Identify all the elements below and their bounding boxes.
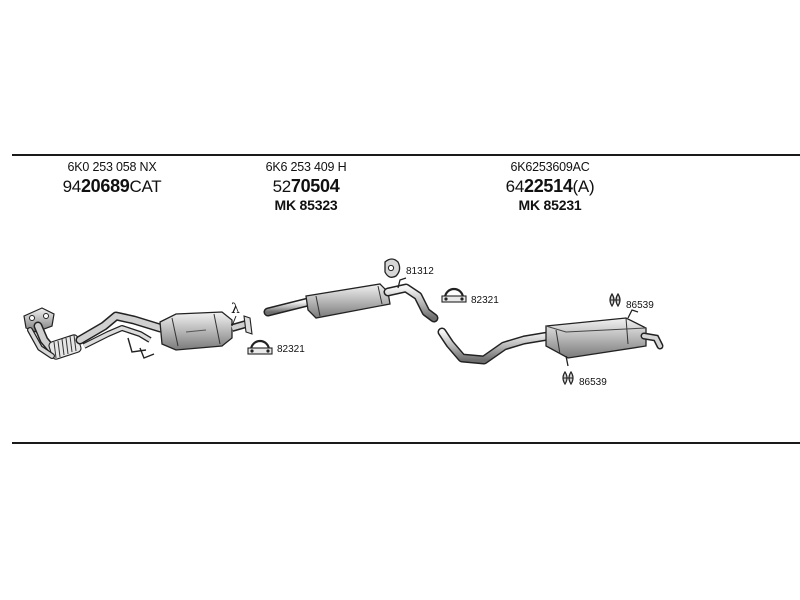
mounting-kit-number: MK 85231 bbox=[518, 196, 582, 213]
hanger-top-label: 86539 bbox=[626, 300, 654, 311]
clamp-front-label: 82321 bbox=[277, 344, 305, 355]
hanger-bottom-label: 86539 bbox=[579, 377, 607, 388]
mounting-kit-number: MK 85323 bbox=[274, 196, 338, 213]
oem-number: 6K6 253 409 H bbox=[265, 160, 347, 174]
part-block-catalytic-converter: 6K0 253 058 NX 9420689CAT bbox=[52, 161, 172, 195]
article-number: 9420689CAT bbox=[52, 177, 172, 195]
article-suffix: CAT bbox=[129, 176, 162, 196]
middle-silencer-assembly bbox=[263, 277, 439, 323]
article-prefix: 64 bbox=[505, 176, 525, 196]
clamp-rear-label: 82321 bbox=[471, 295, 499, 306]
clamp-icon bbox=[247, 339, 273, 355]
article-prefix: 52 bbox=[272, 176, 292, 196]
article-number: 5270504 bbox=[246, 177, 366, 195]
rubber-mount-icon bbox=[384, 258, 401, 278]
lambda-sensor-label: λ bbox=[231, 301, 240, 317]
part-block-rear-silencer: 6K6253609AC 6422514(A) MK 85231 bbox=[490, 161, 610, 212]
article-suffix: (A) bbox=[572, 176, 595, 196]
article-number: 6422514(A) bbox=[490, 177, 610, 195]
article-main: 22514 bbox=[523, 175, 573, 196]
bottom-rule bbox=[12, 442, 800, 444]
article-prefix: 94 bbox=[62, 176, 82, 196]
oem-number: 6K0 253 058 NX bbox=[67, 160, 157, 174]
clamp-icon bbox=[441, 287, 467, 303]
rubber-mount-label: 81312 bbox=[406, 266, 434, 277]
top-rule bbox=[12, 154, 800, 156]
part-block-middle-silencer: 6K6 253 409 H 5270504 MK 85323 bbox=[246, 161, 366, 212]
rubber-hanger-icon bbox=[609, 292, 621, 308]
catalytic-converter-assembly bbox=[23, 307, 253, 360]
rubber-hanger-icon bbox=[562, 370, 574, 386]
article-main: 70504 bbox=[290, 175, 340, 196]
article-main: 20689 bbox=[80, 175, 130, 196]
oem-number: 6K6253609AC bbox=[510, 160, 590, 174]
rear-silencer-assembly bbox=[437, 309, 664, 367]
